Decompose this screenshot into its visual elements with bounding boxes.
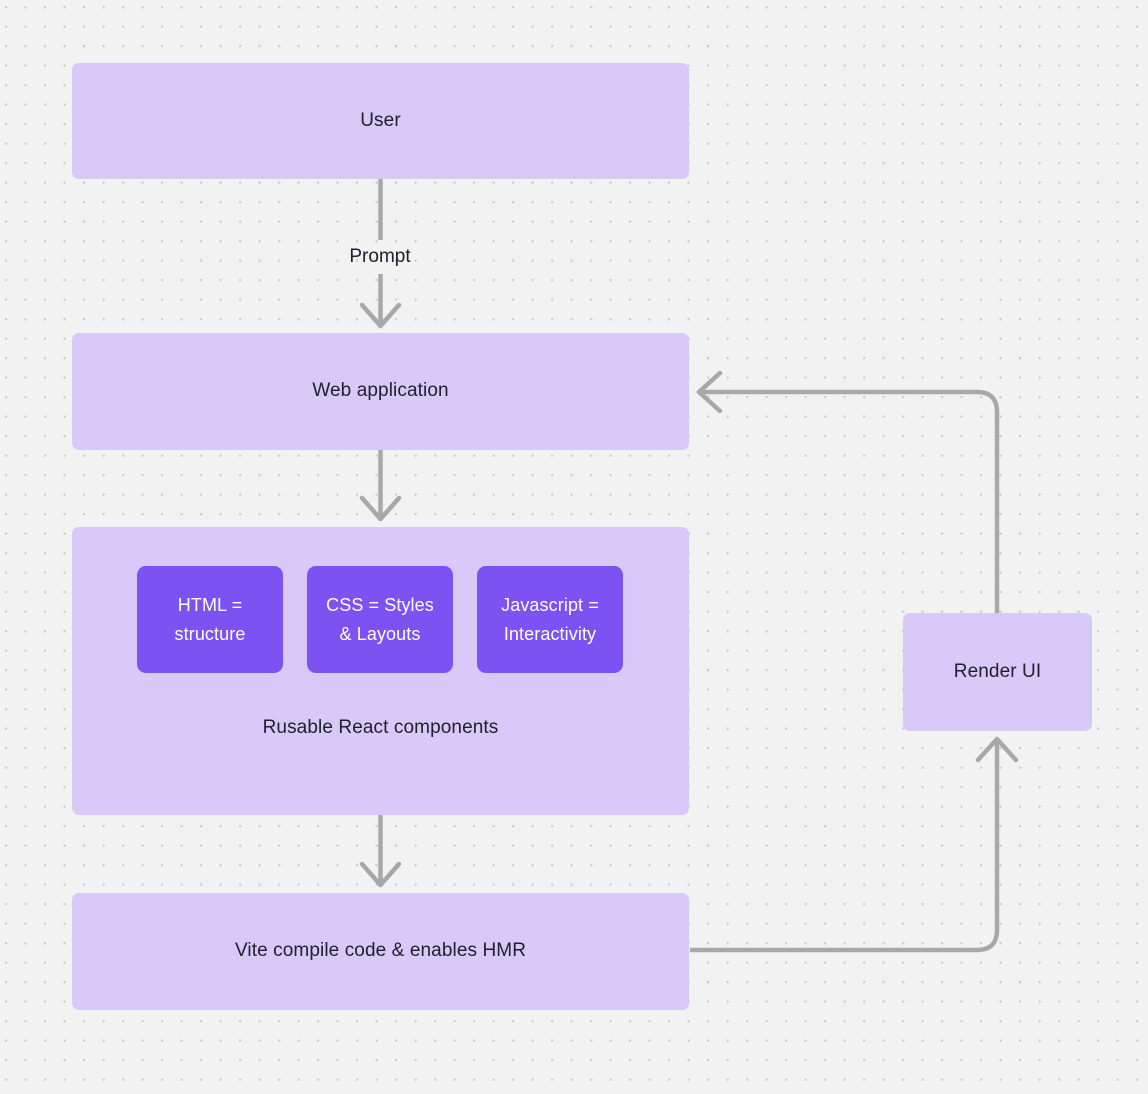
subnode-javascript-label: Javascript =Interactivity — [501, 594, 599, 644]
component-group-caption: Rusable React components — [262, 717, 499, 738]
node-web-application[interactable]: Web application — [72, 333, 689, 450]
subnode-javascript[interactable]: Javascript =Interactivity — [477, 566, 623, 673]
arrowhead-webapp — [359, 302, 402, 329]
node-render-ui[interactable]: Render UI — [903, 613, 1092, 731]
arrowhead-render — [975, 736, 1019, 763]
node-render-ui-label: Render UI — [953, 660, 1042, 682]
subnode-css-label: CSS = Styles& Layouts — [326, 594, 434, 644]
node-component-group[interactable]: HTML =structure CSS = Styles& Layouts Ja… — [72, 527, 689, 815]
arrowhead-components — [359, 495, 402, 522]
node-user[interactable]: User — [72, 63, 689, 179]
edge-render-webapp — [700, 389, 1000, 613]
edge-label-prompt: Prompt — [349, 246, 411, 267]
component-subnode-row: HTML =structure CSS = Styles& Layouts Ja… — [137, 566, 624, 673]
node-user-label: User — [360, 109, 401, 131]
arrowhead-vite — [359, 861, 402, 888]
node-web-application-label: Web application — [312, 380, 449, 402]
arrowhead-webapp-return — [696, 370, 723, 414]
subnode-html-label: HTML =structure — [174, 594, 246, 644]
node-vite[interactable]: Vite compile code & enables HMR — [72, 893, 689, 1010]
subnode-html[interactable]: HTML =structure — [137, 566, 283, 673]
subnode-css[interactable]: CSS = Styles& Layouts — [307, 566, 453, 673]
node-vite-label: Vite compile code & enables HMR — [234, 940, 527, 962]
edge-vite-render — [690, 740, 1000, 953]
